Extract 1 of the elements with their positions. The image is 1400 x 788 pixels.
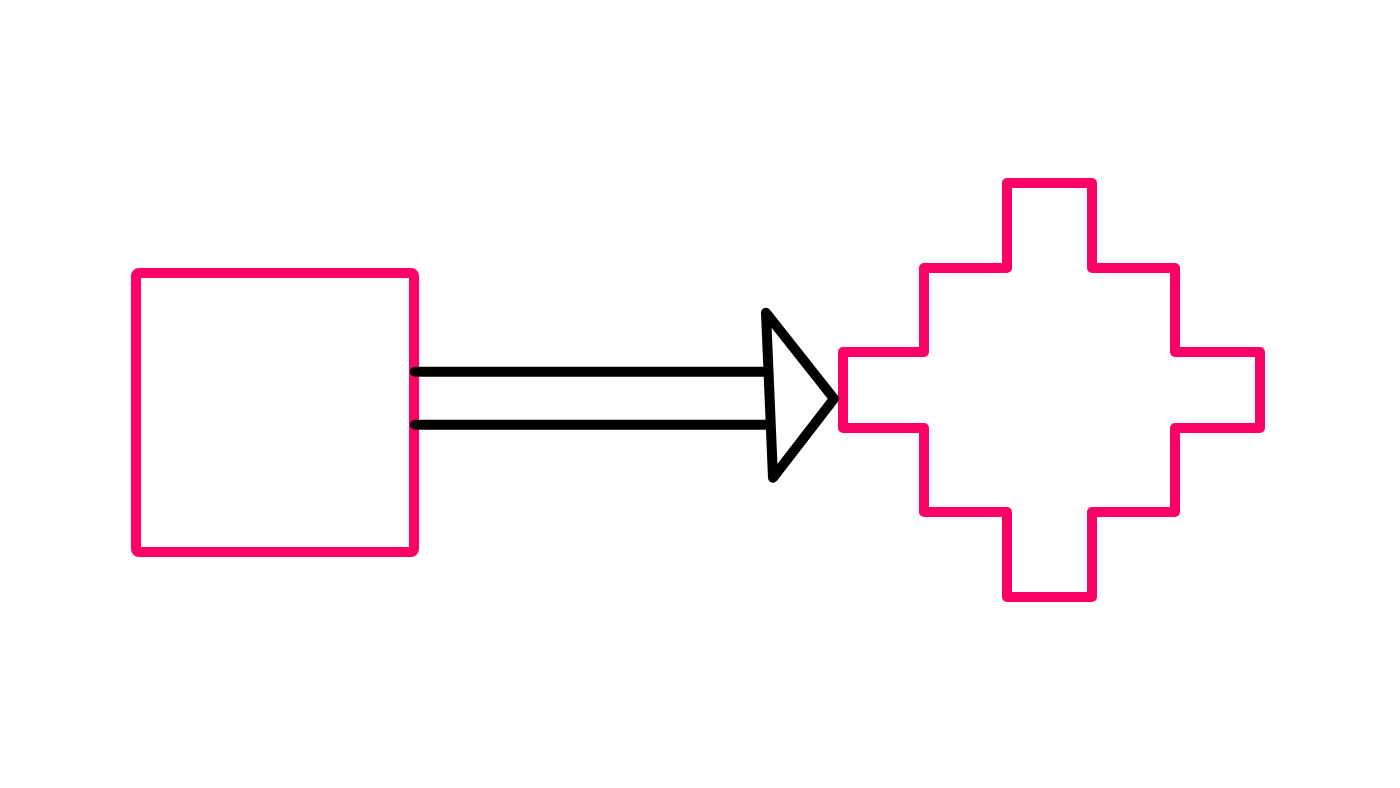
double-shaft-arrow <box>410 307 839 483</box>
